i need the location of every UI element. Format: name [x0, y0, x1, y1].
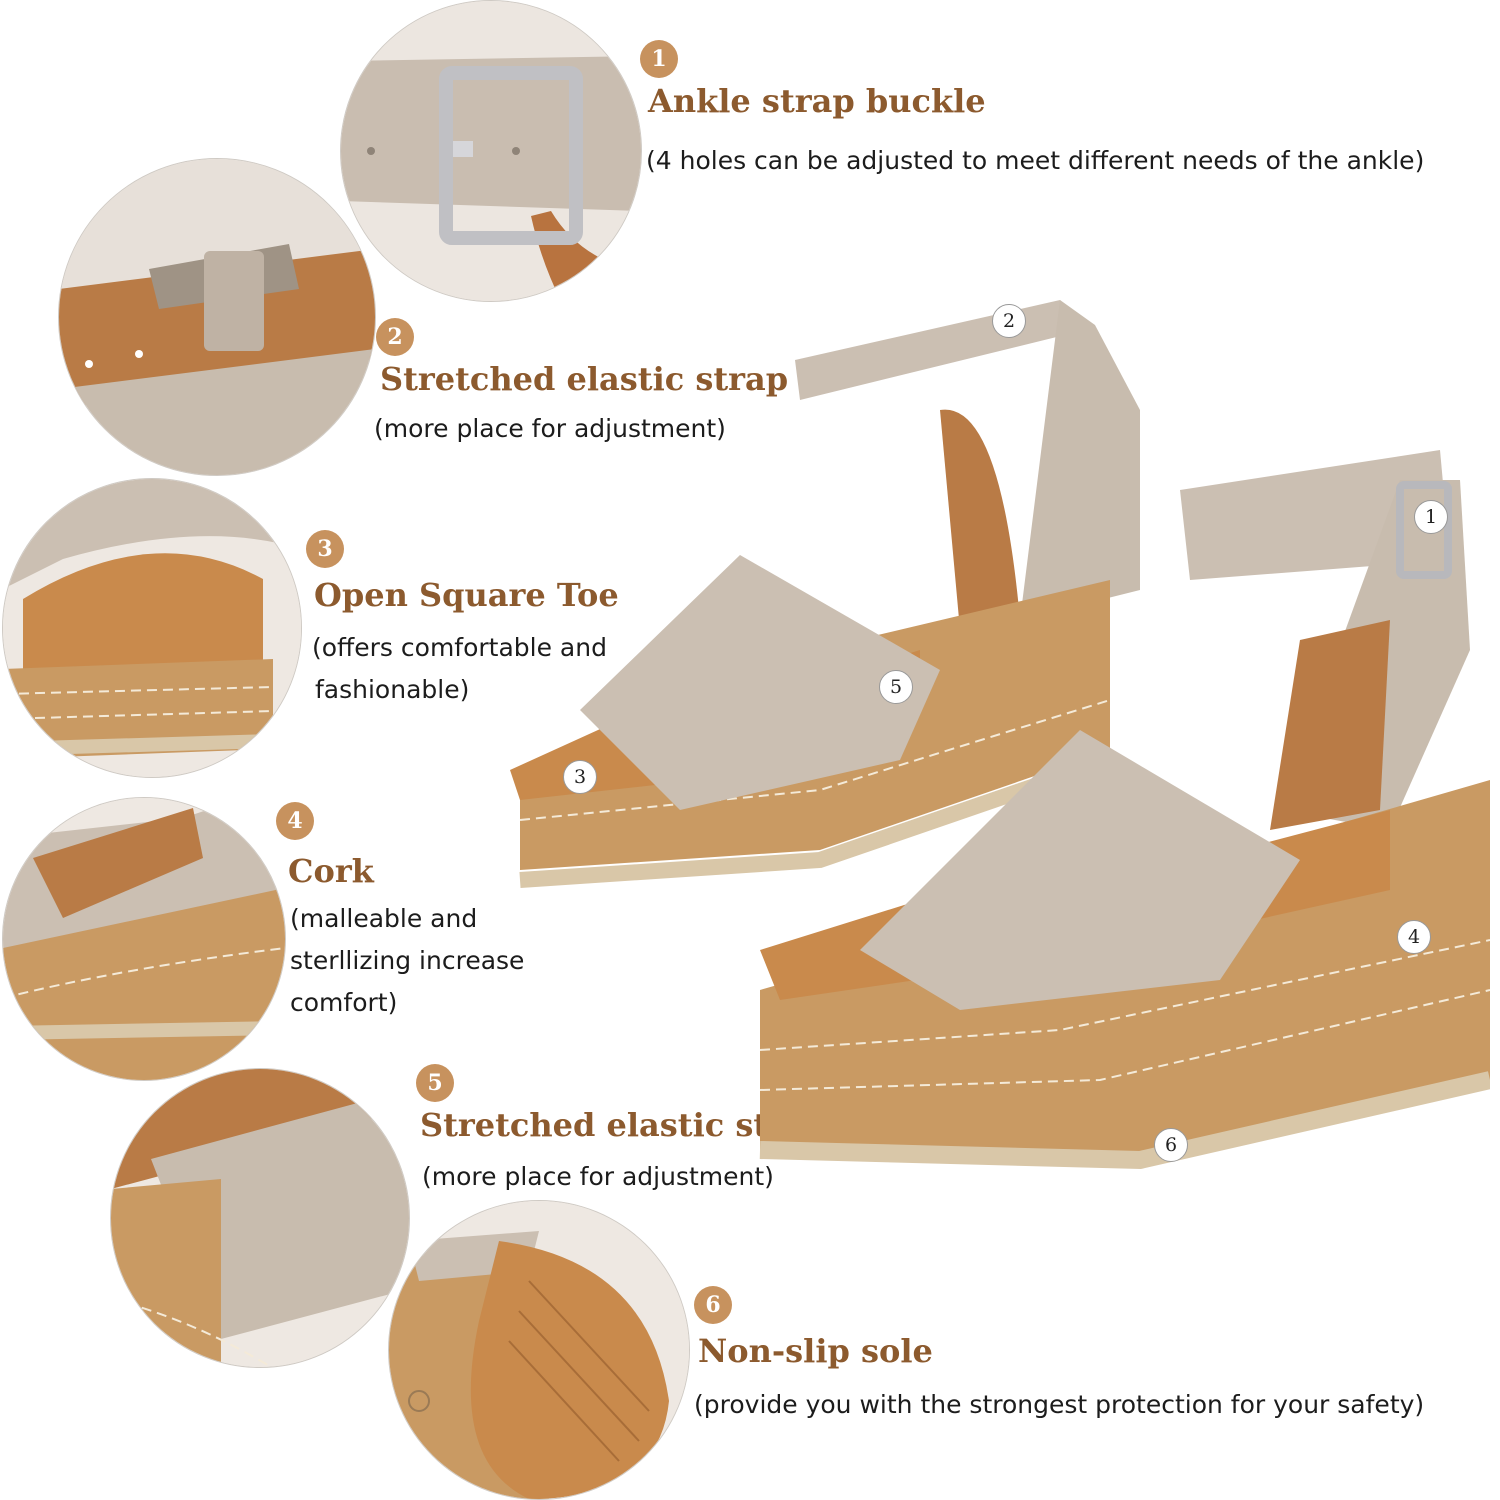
feature-title-open-square-toe: Open Square Toe [314, 576, 619, 614]
feature-number-badge-4: 4 [276, 802, 314, 840]
sandal-illustration [510, 300, 1493, 1170]
callout-marker-5: 5 [879, 670, 913, 704]
feature-title-non-slip-sole: Non-slip sole [698, 1332, 933, 1370]
feature-number-badge-1: 1 [640, 40, 678, 78]
feature-number-badge-5: 5 [416, 1064, 454, 1102]
description-line: (offers comfortable and [312, 633, 607, 662]
detail-cork-image [2, 797, 286, 1081]
description-line: sterllizing increase [290, 946, 525, 975]
feature-number-badge-2: 2 [376, 318, 414, 356]
description-line: comfort) [290, 988, 398, 1017]
feature-description-ankle-strap-buckle: (4 holes can be adjusted to meet differe… [646, 146, 1425, 175]
feature-title-cork: Cork [288, 852, 374, 890]
detail-ankle-buckle-image [340, 0, 642, 302]
feature-title-stretched-elastic-strap: Stretched elastic strap [380, 360, 789, 398]
feature-description-non-slip-sole: (provide you with the strongest protecti… [694, 1390, 1425, 1419]
feature-title-ankle-strap-buckle: Ankle strap buckle [648, 82, 986, 120]
detail-elastic-strap-image [58, 158, 376, 476]
detail-sole-image [388, 1200, 690, 1500]
detail-open-toe-image [2, 478, 302, 778]
callout-marker-2: 2 [992, 304, 1026, 338]
feature-description-open-square-toe: (offers comfortable and fashionable) [312, 627, 607, 711]
wedge-sandal-pair-image [500, 290, 1493, 1190]
callout-marker-4: 4 [1397, 920, 1431, 954]
feature-description-stretched-elastic-strap: (more place for adjustment) [374, 414, 726, 443]
feature-number-badge-3: 3 [306, 530, 344, 568]
callout-marker-6: 6 [1154, 1128, 1188, 1162]
description-line: fashionable) [315, 675, 470, 704]
feature-description-cork: (malleable and sterllizing increase comf… [290, 898, 524, 1024]
callout-marker-1: 1 [1414, 500, 1448, 534]
description-line: (malleable and [290, 904, 478, 933]
callout-marker-3: 3 [563, 760, 597, 794]
feature-description-stretched-elastic-strap-2: (more place for adjustment) [422, 1162, 774, 1191]
feature-number-badge-6: 6 [694, 1286, 732, 1324]
detail-upper-strap-image [110, 1068, 410, 1368]
